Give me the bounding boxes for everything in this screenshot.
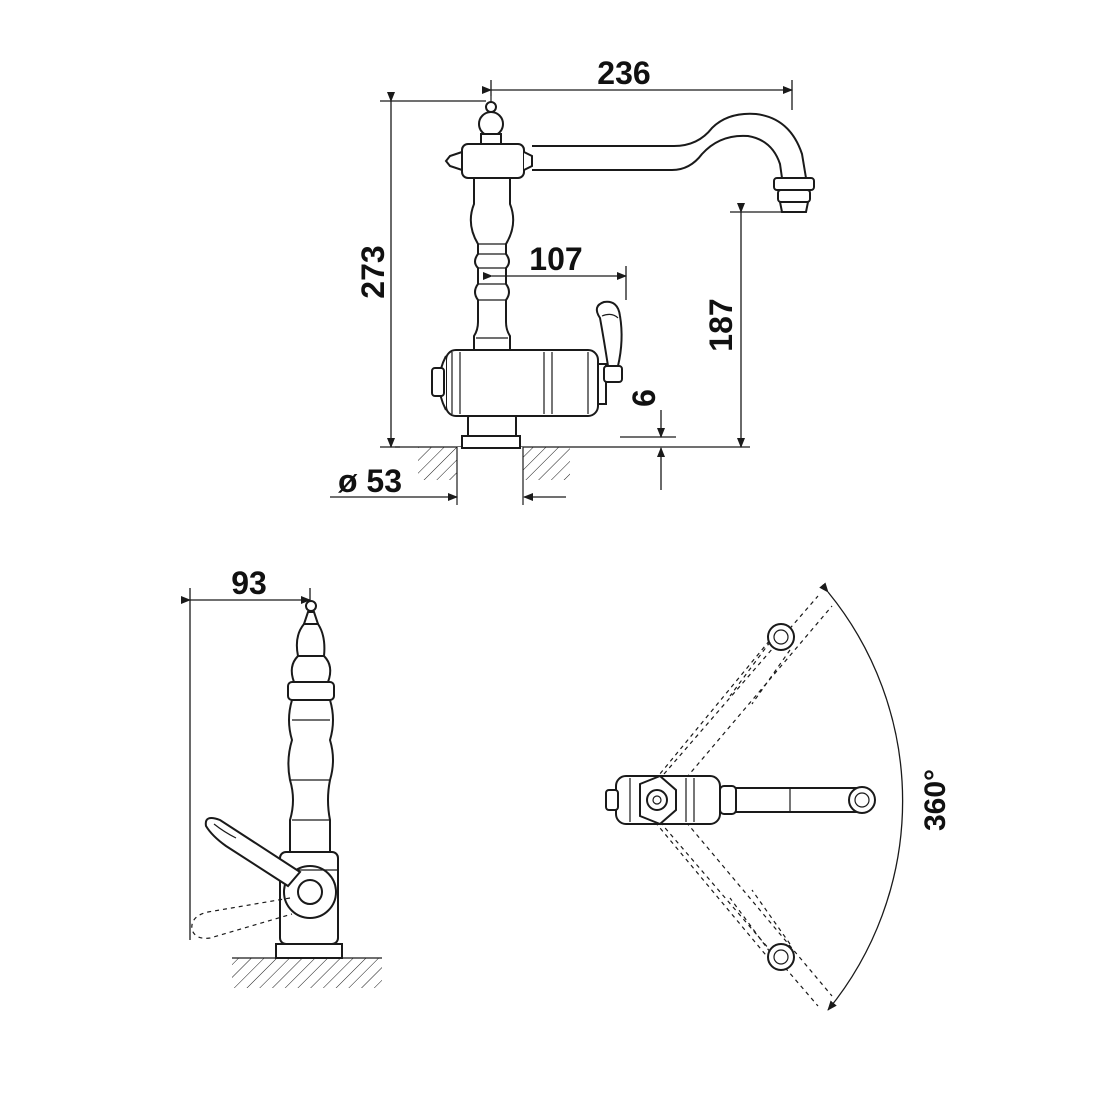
dim-deck-thickness-label: 6 bbox=[626, 389, 662, 407]
dim-spout-height: 187 bbox=[703, 203, 790, 448]
dim-lever-offset: 107 bbox=[483, 241, 627, 300]
dim-base-diameter-label: ø 53 bbox=[338, 463, 402, 499]
dim-side-depth-label: 93 bbox=[231, 565, 267, 601]
side-countertop-hatch bbox=[232, 958, 382, 988]
finial bbox=[444, 96, 533, 179]
dim-base-diameter: ø 53 bbox=[330, 463, 566, 501]
dim-height-label: 273 bbox=[355, 245, 391, 298]
plan-view: 360° bbox=[605, 582, 952, 1011]
dim-spout-height-label: 187 bbox=[703, 298, 739, 351]
mixer-body bbox=[431, 349, 607, 417]
lever-handle bbox=[595, 300, 623, 383]
dim-deck-thickness: 6 bbox=[620, 389, 676, 490]
spout bbox=[532, 112, 815, 213]
column bbox=[469, 175, 515, 351]
dim-swivel-label: 360° bbox=[919, 769, 952, 831]
dim-reach-label: 236 bbox=[597, 55, 650, 91]
front-view: 236 273 107 187 6 bbox=[330, 55, 815, 505]
dim-lever-offset-label: 107 bbox=[529, 241, 582, 277]
dim-height: 273 bbox=[355, 92, 486, 448]
dim-reach: 236 bbox=[482, 55, 793, 110]
side-view: 93 bbox=[181, 565, 382, 988]
